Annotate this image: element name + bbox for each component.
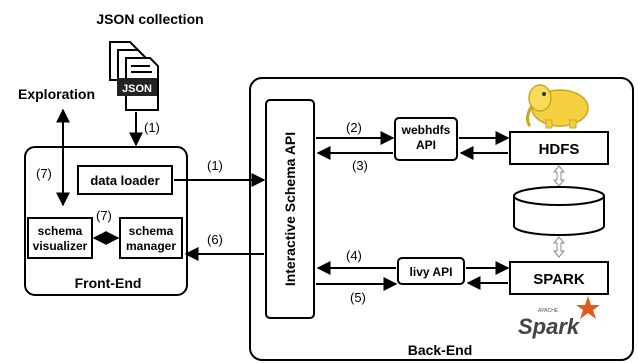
apache-spark-logo: APACHE Spark [518,296,600,339]
back-end-title: Back-End [408,342,473,358]
step-3-label: (3) [352,158,368,173]
webhdfs-api-box [394,117,458,161]
schema-manager-label-1: schema [129,224,174,238]
storage-spark-double-arrow [552,236,566,258]
webhdfs-api-label-2: API [416,138,436,152]
interactive-schema-api-label: Interactive Schema API [282,132,298,286]
spark-box [509,261,609,295]
interactive-schema-api-box [265,99,315,319]
livy-api-box [397,257,465,285]
livy-api-label: livy API [410,265,453,279]
step-4-label: (4) [346,248,362,263]
database-cylinder-icon [513,186,605,236]
json-collection-title: JSON collection [96,11,203,27]
hadoop-elephant-icon [525,84,589,129]
json-files-icon: JSON [109,41,159,111]
step-1-loader-label: (1) [207,158,223,173]
spark-star-icon [576,296,600,319]
data-loader-box [77,165,173,195]
schema-visualizer-box [27,217,93,259]
back-end-container [249,77,634,361]
step-5-label: (5) [350,290,366,305]
spark-logo-word: Spark [518,314,581,339]
step-7-internal-label: (7) [96,208,112,223]
step-2-label: (2) [346,120,362,135]
json-file-label: JSON [122,83,152,95]
schema-manager-label-2: manager [126,239,176,253]
spark-label: SPARK [533,271,585,288]
schema-manager-box [119,217,183,259]
spark-logo-tagline: APACHE [538,308,559,314]
hdfs-storage-double-arrow [552,165,566,187]
schema-visualizer-label-2: visualizer [33,239,88,253]
step-6-label: (6) [207,232,223,247]
webhdfs-api-label-1: webhdfs [401,123,451,137]
step-1-json-label: (1) [144,120,160,135]
data-loader-label: data loader [90,173,159,188]
schema-visualizer-label-1: schema [38,224,83,238]
hdfs-label: HDFS [539,141,580,158]
exploration-label: Exploration [18,86,95,102]
front-end-container [24,146,188,296]
front-end-title: Front-End [75,275,142,291]
step-7-exploration-label: (7) [36,166,52,181]
hdfs-box [509,131,609,165]
